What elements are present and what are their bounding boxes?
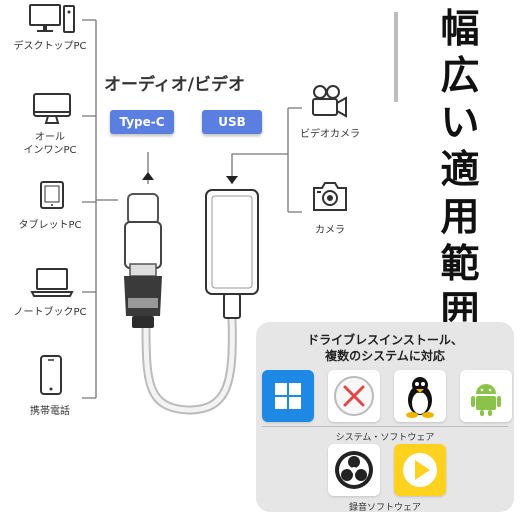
panel-divider bbox=[262, 426, 508, 427]
title-char: 幅 bbox=[440, 7, 480, 52]
title-char: い bbox=[440, 101, 480, 146]
title-char: 用 bbox=[440, 195, 480, 240]
panel-title: ドライブレスインストール、 複数のシステムに対応 bbox=[256, 332, 514, 364]
title-char: 範 bbox=[440, 242, 480, 287]
device-label-laptop: ノートブックPC bbox=[13, 307, 87, 318]
laptop-icon bbox=[30, 266, 74, 298]
title-char: 広 bbox=[440, 54, 480, 99]
tablet-icon bbox=[38, 180, 66, 210]
target-label-camera: カメラ bbox=[315, 225, 345, 236]
macos-logo-icon bbox=[328, 370, 380, 422]
mobile-phone-icon bbox=[38, 354, 64, 396]
compatibility-panel: ドライブレスインストール、 複数のシステムに対応 システム・ソフトウェア 録音ソ… bbox=[256, 322, 514, 513]
all-in-one-pc-icon bbox=[32, 92, 72, 126]
audio-video-heading: オーディオ/ビデオ bbox=[104, 75, 246, 95]
device-label-all-in-one: オール インワンPC bbox=[23, 132, 77, 156]
recording-caption: 録音ソフトウェア bbox=[348, 503, 421, 513]
target-label-video-camera: ビデオカメラ bbox=[300, 129, 360, 140]
desktop-pc-icon bbox=[26, 2, 78, 36]
video-camera-icon bbox=[308, 84, 348, 120]
title-char: 適 bbox=[440, 148, 480, 193]
device-label-desktop: デスクトップPC bbox=[13, 41, 87, 52]
device-label-tablet: タブレットPC bbox=[18, 220, 82, 231]
obs-logo-icon bbox=[328, 444, 380, 496]
windows-logo-icon bbox=[262, 370, 314, 422]
device-label-mobile: 携帯電話 bbox=[30, 406, 70, 417]
media-player-icon bbox=[394, 444, 446, 496]
linux-tux-icon bbox=[394, 370, 446, 422]
panel-title-line2: 複数のシステムに対応 bbox=[325, 349, 445, 363]
usb-port-label: USB bbox=[202, 110, 262, 134]
android-logo-icon bbox=[460, 370, 512, 422]
systems-caption: システム・ソフトウェア bbox=[335, 433, 435, 443]
camera-icon bbox=[310, 178, 350, 214]
panel-title-line1: ドライブレスインストール、 bbox=[307, 333, 463, 347]
typec-port-label: Type-C bbox=[110, 110, 174, 134]
usb-c-cable-image bbox=[124, 189, 259, 415]
wide-application-title: 幅 広 い 適 用 範 囲 bbox=[432, 6, 488, 335]
